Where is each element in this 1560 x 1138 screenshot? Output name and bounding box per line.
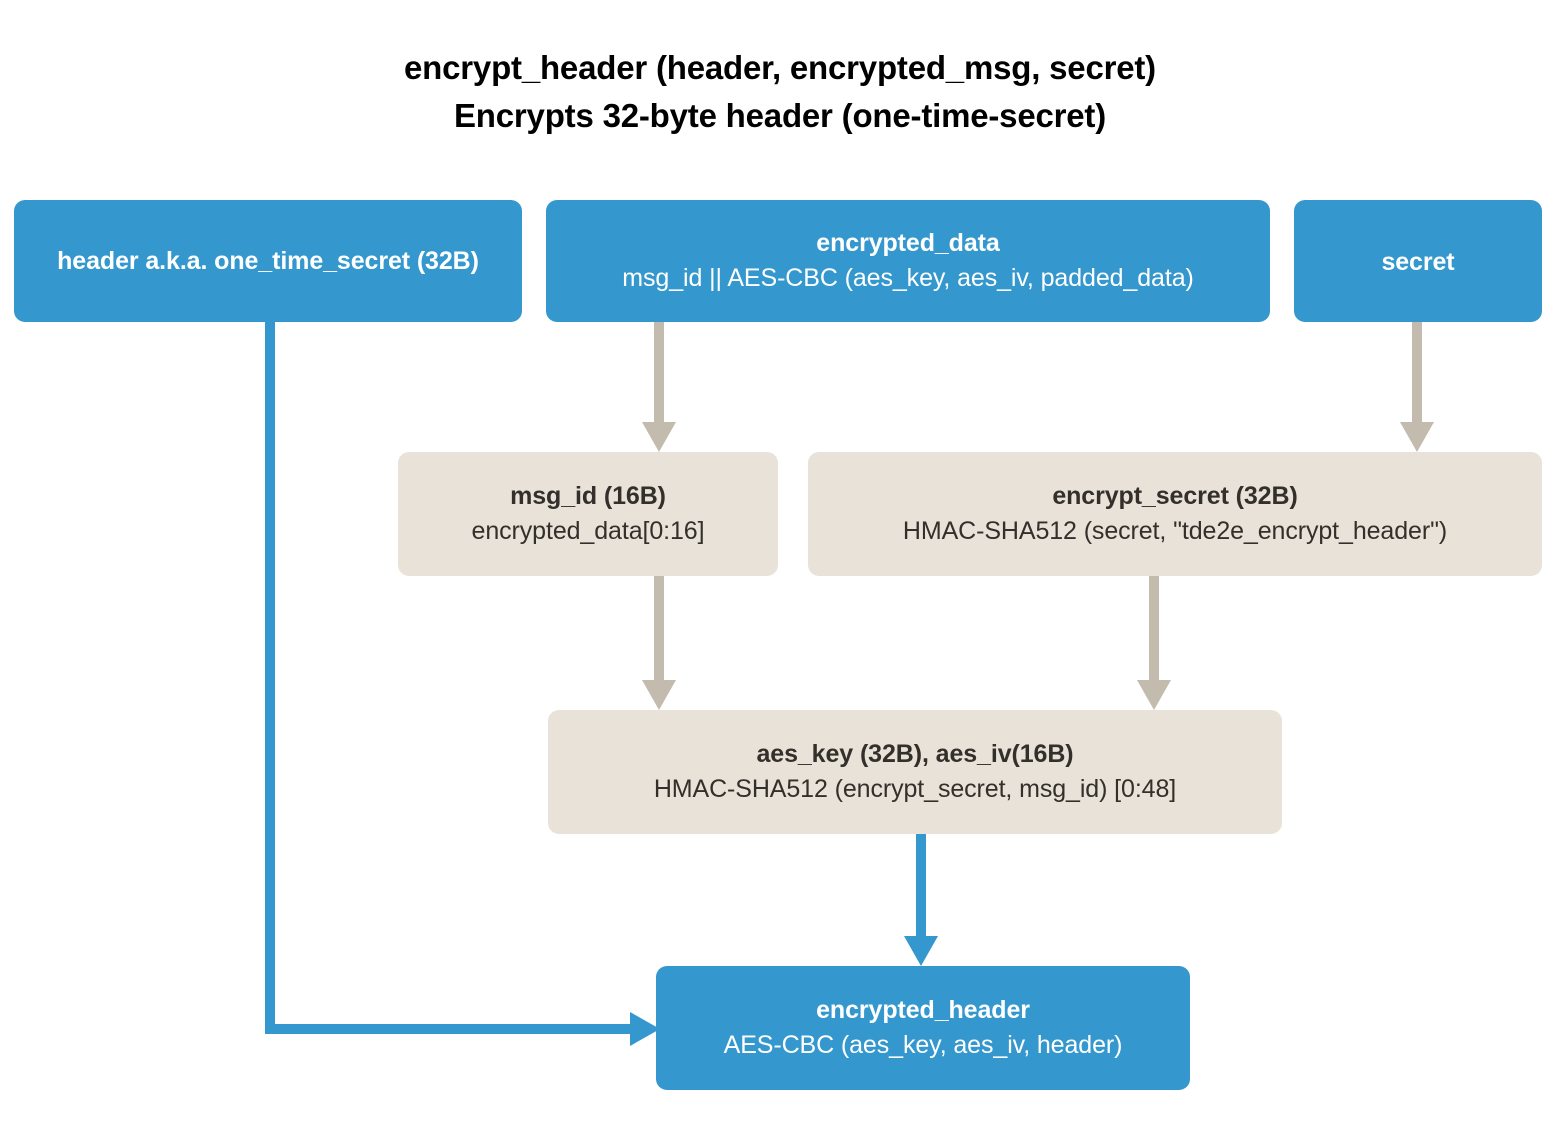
arrow-secret-to-encrypt-secret	[1400, 322, 1434, 452]
node-secret[interactable]: secret	[1294, 200, 1542, 322]
arrow-encrypt-secret-to-aes-key	[1137, 576, 1171, 710]
node-encrypted-data-title: encrypted_data	[816, 229, 1000, 257]
node-msg-id-formula: encrypted_data[0:16]	[471, 517, 705, 545]
page-title: encrypt_header (header, encrypted_msg, s…	[0, 44, 1560, 140]
node-header-one-time-secret[interactable]: header a.k.a. one_time_secret (32B)	[14, 200, 522, 322]
node-msg-id[interactable]: msg_id (16B) encrypted_data[0:16]	[398, 452, 778, 576]
node-secret-title: secret	[1381, 248, 1455, 276]
node-encrypted-data[interactable]: encrypted_data msg_id || AES-CBC (aes_ke…	[546, 200, 1270, 322]
node-encrypt-secret-title: encrypt_secret (32B)	[1052, 482, 1298, 510]
node-encrypted-header[interactable]: encrypted_header AES-CBC (aes_key, aes_i…	[656, 966, 1190, 1090]
node-aes-key-iv-title: aes_key (32B), aes_iv(16B)	[756, 740, 1074, 768]
arrow-msg-id-to-aes-key	[642, 576, 676, 710]
node-encrypted-data-formula: msg_id || AES-CBC (aes_key, aes_iv, padd…	[622, 264, 1194, 292]
node-header-title: header a.k.a. one_time_secret (32B)	[57, 247, 479, 275]
node-encrypt-secret-formula: HMAC-SHA512 (secret, "tde2e_encrypt_head…	[902, 517, 1448, 545]
arrow-encrypted-data-to-msg-id	[642, 322, 676, 452]
node-msg-id-title: msg_id (16B)	[510, 482, 666, 510]
node-encrypted-header-title: encrypted_header	[816, 996, 1030, 1024]
arrow-aes-key-to-encrypted-header	[904, 834, 938, 966]
node-aes-key-iv-formula: HMAC-SHA512 (encrypt_secret, msg_id) [0:…	[653, 775, 1177, 803]
title-line-1: encrypt_header (header, encrypted_msg, s…	[404, 49, 1156, 86]
node-encrypted-header-formula: AES-CBC (aes_key, aes_iv, header)	[723, 1031, 1123, 1059]
arrow-header-to-encrypted-header	[265, 322, 660, 1046]
node-encrypt-secret[interactable]: encrypt_secret (32B) HMAC-SHA512 (secret…	[808, 452, 1542, 576]
node-aes-key-iv[interactable]: aes_key (32B), aes_iv(16B) HMAC-SHA512 (…	[548, 710, 1282, 834]
title-line-2: Encrypts 32-byte header (one-time-secret…	[453, 97, 1106, 134]
